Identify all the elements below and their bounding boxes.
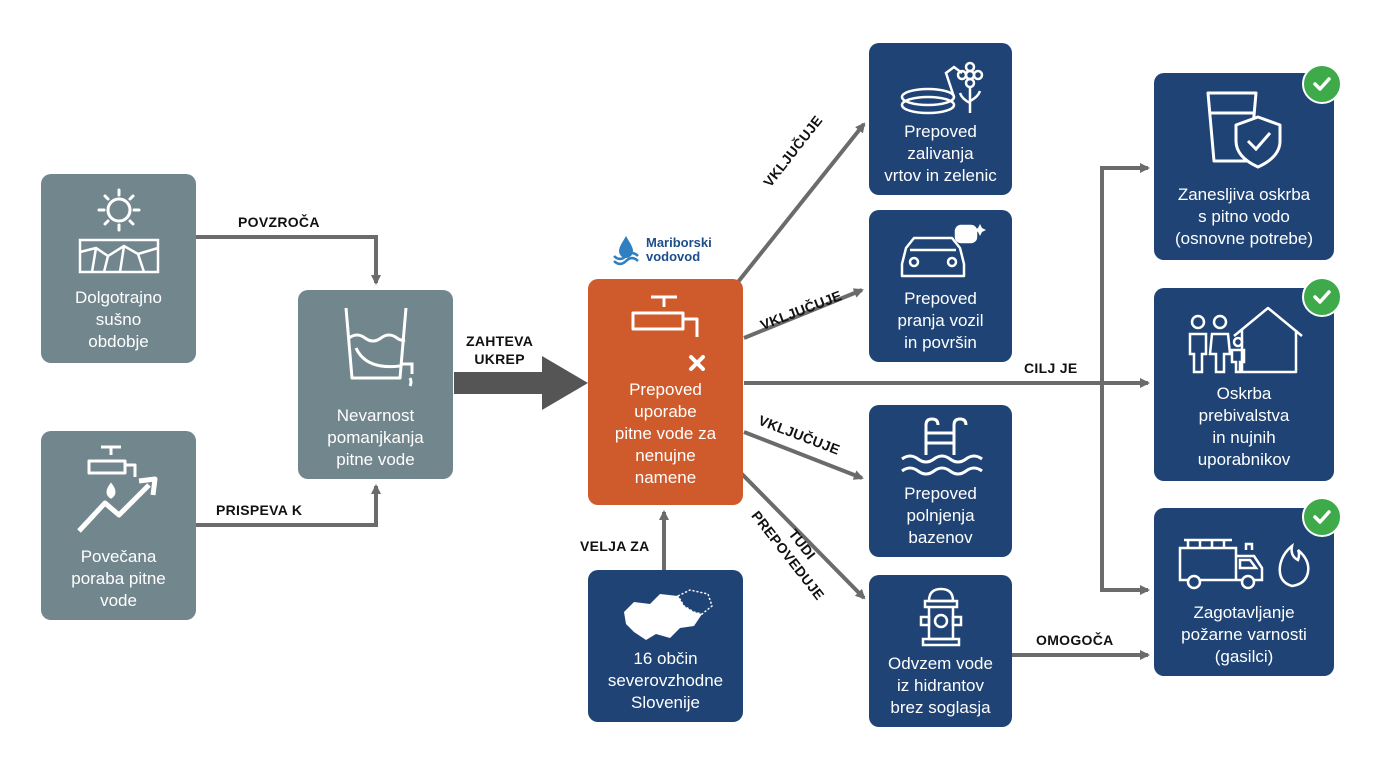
water-tank-icon xyxy=(298,302,453,390)
node-pool-ban: Prepoved polnjenja bazenov xyxy=(869,405,1012,557)
hose-flower-icon xyxy=(869,53,1012,119)
arrow-requires xyxy=(454,356,588,410)
arrow-includes-pools xyxy=(743,430,864,480)
node-pool-ban-label: Prepoved polnjenja bazenov xyxy=(904,484,977,547)
checkmark-icon xyxy=(1313,510,1331,524)
pool-ladder-icon xyxy=(869,415,1012,479)
node-goal-fire-safety-label: Zagotavljanje požarne varnosti (gasilci) xyxy=(1181,603,1307,666)
check-badge-supply xyxy=(1302,64,1342,104)
node-hydrant-ban: Odvzem vode iz hidrantov brez soglasja xyxy=(869,575,1012,727)
edge-label-requires: ZAHTEVA UKREP xyxy=(466,333,534,367)
node-goal-population: Oskrba prebivalstva in nujnih uporabniko… xyxy=(1154,288,1334,481)
node-washing-ban: Prepoved pranja vozil in površin xyxy=(869,210,1012,362)
edge-label-causes: POVZROČA xyxy=(238,214,320,230)
node-region: 16 občin severovzhodne Slovenije xyxy=(588,570,743,722)
water-drop-logo-icon xyxy=(613,236,639,266)
check-badge-population xyxy=(1302,277,1342,317)
node-goal-population-label: Oskrba prebivalstva in nujnih uporabniko… xyxy=(1197,384,1291,469)
node-goal-supply-label: Zanesljiva oskrba s pitno vodo (osnovne … xyxy=(1175,185,1313,248)
node-water-use-ban: Prepoved uporabe pitne vode za nenujne n… xyxy=(588,279,743,505)
arrow-contributes xyxy=(196,484,381,527)
tap-rising-arrow-icon xyxy=(41,441,196,537)
arrow-goal-branch-down xyxy=(1100,383,1150,595)
car-sponge-icon xyxy=(869,220,1012,284)
checkmark-icon xyxy=(1313,290,1331,304)
arrow-includes-washing xyxy=(743,288,864,340)
mariborski-vodovod-logo: Mariborski vodovod xyxy=(610,234,712,266)
node-hydrant-ban-label: Odvzem vode iz hidrantov brez soglasja xyxy=(888,654,993,717)
sun-cracked-earth-icon xyxy=(41,186,196,276)
check-badge-fire-safety xyxy=(1302,497,1342,537)
logo-text: Mariborski vodovod xyxy=(646,235,712,264)
checkmark-icon xyxy=(1313,77,1331,91)
edge-label-goal: CILJ JE xyxy=(1024,360,1078,376)
node-drought-label: Dolgotrajno sušno obdobje xyxy=(75,288,162,351)
node-consumption-label: Povečana poraba pitne vode xyxy=(71,547,166,610)
arrow-also-forbids xyxy=(736,468,866,600)
node-watering-ban: Prepoved zalivanja vrtov in zelenic xyxy=(869,43,1012,195)
edge-label-contributes: PRISPEVA K xyxy=(216,502,303,518)
node-goal-supply: Zanesljiva oskrba s pitno vodo (osnovne … xyxy=(1154,73,1334,260)
node-water-use-ban-label: Prepoved uporabe pitne vode za nenujne n… xyxy=(614,380,717,487)
node-water-shortage-danger: Nevarnost pomanjkanja pitne vode xyxy=(298,290,453,479)
node-water-shortage-danger-label: Nevarnost pomanjkanja pitne vode xyxy=(327,406,424,469)
node-consumption: Povečana poraba pitne vode xyxy=(41,431,196,620)
node-goal-fire-safety: Zagotavljanje požarne varnosti (gasilci) xyxy=(1154,508,1334,676)
arrow-goal-branch xyxy=(1100,163,1150,383)
slovenia-map-icon xyxy=(588,584,743,644)
arrow-includes-watering xyxy=(736,122,866,284)
glass-shield-icon xyxy=(1154,87,1334,171)
node-region-label: 16 občin severovzhodne Slovenije xyxy=(607,649,724,712)
edge-label-applies: VELJA ZA xyxy=(580,538,650,554)
fire-truck-flame-icon xyxy=(1154,526,1334,592)
node-washing-ban-label: Prepoved pranja vozil in površin xyxy=(897,289,984,352)
tap-cross-icon xyxy=(588,291,743,377)
node-watering-ban-label: Prepoved zalivanja vrtov in zelenic xyxy=(884,122,997,185)
node-drought: Dolgotrajno sušno obdobje xyxy=(41,174,196,363)
family-house-icon xyxy=(1154,300,1334,376)
edge-label-enables: OMOGOČA xyxy=(1036,632,1114,648)
fire-hydrant-icon xyxy=(869,583,1012,649)
arrow-causes xyxy=(196,235,381,285)
